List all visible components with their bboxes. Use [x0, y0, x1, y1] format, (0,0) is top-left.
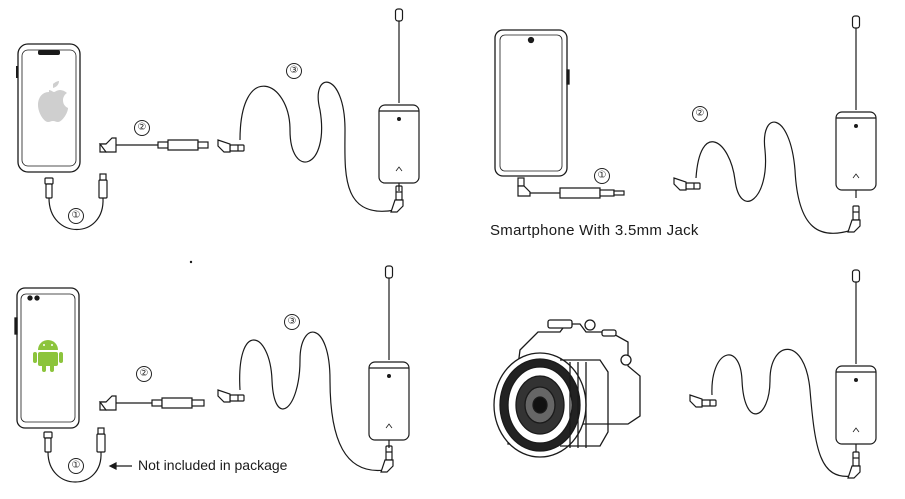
camera-icon — [493, 319, 641, 458]
cable-receiver-4 — [689, 348, 861, 479]
smartphone-jack — [494, 29, 570, 177]
android-logo-icon — [33, 340, 63, 372]
not-included-caption: Not included in package — [138, 457, 288, 473]
lightning-adapter — [44, 173, 108, 231]
receiver-1 — [378, 8, 420, 192]
receiver-4 — [835, 269, 877, 453]
marker-1-panel1: ① — [68, 208, 84, 224]
cable-receiver-2 — [673, 121, 861, 234]
apple-logo-icon — [38, 81, 68, 122]
marker-3-panel3: ③ — [284, 314, 300, 330]
cable-receiver-3 — [217, 331, 394, 473]
arrow-left-icon — [108, 462, 132, 470]
marker-1-panel2: ① — [594, 168, 610, 184]
cable-extension-1 — [98, 137, 209, 153]
receiver-2 — [835, 15, 877, 199]
marker-2-panel3: ② — [136, 366, 152, 382]
cable-receiver-1 — [217, 81, 404, 213]
marker-1-panel3: ① — [68, 458, 84, 474]
marker-2-panel2: ② — [692, 106, 708, 122]
receiver-3 — [368, 265, 410, 449]
marker-2-panel1: ② — [134, 120, 150, 136]
smartphone-jack-caption: Smartphone With 3.5mm Jack — [490, 222, 699, 239]
usbc-adapter — [43, 427, 106, 483]
cable-extension-3 — [98, 395, 205, 411]
cable-extension-2 — [517, 177, 625, 199]
marker-3-panel1: ③ — [286, 63, 302, 79]
